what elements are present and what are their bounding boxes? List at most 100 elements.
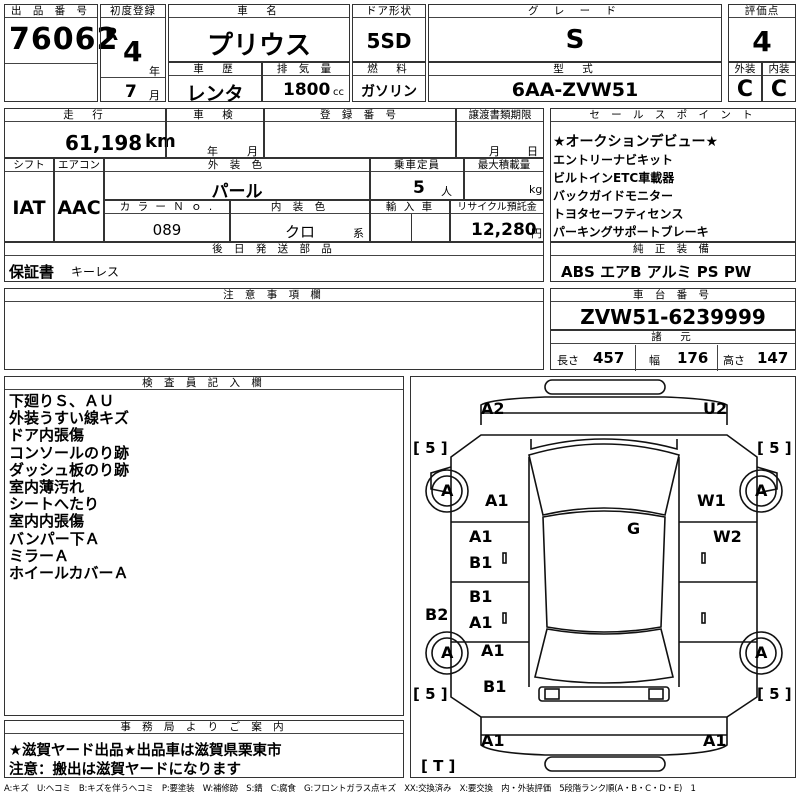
sales-point-1: ★オークションデビュー★ [553,134,719,150]
history-header: 車 歴 [169,63,261,76]
transfer-month: 月 [489,145,500,158]
damage-label: W2 [713,527,742,546]
mileage-header: 走 行 [5,109,165,122]
score-box: 評価点 4 [728,4,796,62]
later-parts-header: 後 日 発 送 部 品 [5,243,543,256]
inspector-header: 検 査 員 記 入 欄 [5,377,403,390]
notes-box: 注 意 事 項 欄 [4,288,544,370]
reg-no-header: 登 録 番 号 [265,109,455,122]
insp-year: 年 [207,145,218,158]
inspector-line: コンソールのり跡 [9,443,130,462]
car-diagram [425,379,783,772]
inspector-line: ミラーＡ [9,546,70,565]
damage-label: A1 [703,731,727,750]
reg-month: 7 [125,82,137,102]
office-header: 事 務 局 よ り ご 案 内 [5,721,403,734]
ext-rating: C [736,77,754,102]
color-no-header: カ ラ ー Ｎ ｏ . [105,201,229,214]
inspector-line: 室内内張傷 [9,512,85,531]
era: R [105,25,119,45]
damage-label: U2 [703,399,728,418]
later-parts-items: 保証書 [9,263,55,281]
import-header: 輸 入 車 [371,201,449,214]
transfer-header: 譲渡書類期限 [457,109,543,122]
loading-header: 最大積載量 [465,159,543,172]
month-unit: 月 [149,89,160,102]
capacity-unit: 人 [441,185,452,198]
car-name-box: 車 名 プリウス [168,4,350,62]
loading-unit: kg [529,183,543,196]
recycle-fee: 12,280 [471,220,537,240]
car-name: プリウス [206,31,311,61]
int-box: 内装 C [762,62,796,102]
shift-box: シフト IAT [4,158,54,242]
car-history: レンタ [186,83,244,105]
chassis-number: ZVW51-6239999 [580,305,766,329]
mileage: 61,198 [65,131,143,155]
inspector-line: バンパー下Ａ [9,529,100,548]
disp-unit: cc [333,87,344,98]
inspector-line: シートへたり [9,495,100,514]
grade-header: グ レ ー ド [429,5,721,18]
inspection-box: 車 検 年 月 [166,108,264,158]
int-rating: C [770,77,788,102]
damage-label: [ 5 ] [757,685,792,703]
sales-point-4: バックガイドモニター [553,189,674,203]
int-color: クロ [284,223,315,241]
damage-label: G [627,519,641,538]
ext-color: パール [211,182,263,202]
model-box: 型 式 6AA-ZVW51 [428,62,722,102]
ext-header: 外装 [729,63,761,76]
damage-label: [ T ] [421,757,456,775]
equipment-header: 純 正 装 備 [551,243,795,256]
width: 176 [677,349,709,367]
color-box: 外 装 色 パール [104,158,370,202]
car-diagram-box: A2 U2 [ 5 ] [ 5 ] A A A1 W1 G W2 A1 B1 B… [410,376,796,778]
inspector-line: 下廻りＳ、ＡＵ [9,392,115,410]
capacity: 5 [413,178,425,198]
damage-label: W1 [697,491,726,510]
color-no-box: カ ラ ー Ｎ ｏ . 089 [104,200,230,242]
sales-point-5: トヨタセーフティセンス [553,207,684,221]
listing-box: 出 品 番 号 76062 [4,4,117,102]
reg-no-box: 登 録 番 号 [264,108,456,158]
sales-points-box: セ ー ル ス ポ イ ン ト ★オークションデビュー★ エントリーナビキット … [550,108,796,242]
door-header: ドア形状 [353,5,425,18]
later-parts-key: キーレス [71,265,120,279]
loading-box: 最大積載量 kg [464,158,544,200]
inspector-line: 外装うすい線キズ [9,409,130,428]
year-unit: 年 [149,65,160,78]
specs-box: 諸 元 長さ 457 幅 176 高さ 147 [550,330,796,371]
history-box: 車 歴 レンタ [168,62,262,105]
displacement-box: 排 気 量 1800 cc [262,62,350,102]
length-label: 長さ [557,354,579,367]
damage-label: A [441,481,454,500]
door-box: ドア形状 5SD [352,4,426,62]
listing-number: 76062 [9,22,119,57]
recycle-box: リサイクル預託金 12,280 円 [450,200,544,242]
ext-box: 外装 C [728,62,762,102]
int-color-box: 内 装 色 クロ 系 [230,200,370,242]
damage-label: A1 [481,731,505,750]
damage-label: A [755,643,768,662]
damage-label: [ 5 ] [413,685,448,703]
damage-label: A2 [481,399,505,418]
height: 147 [757,349,789,367]
fuel-header: 燃 料 [353,63,425,76]
first-reg-header: 初度登録 [101,5,165,18]
inspector-box: 検 査 員 記 入 欄 下廻りＳ、ＡＵ 外装うすい線キズ ドア内張傷 コンソール… [4,376,404,716]
office-line-2: 注意：搬出は滋賀ヤードになります [9,762,241,778]
later-parts-box: 後 日 発 送 部 品 保証書 キーレス [4,242,544,282]
ac-header: エアコン [55,159,103,172]
color-no: 089 [152,221,182,239]
int-header: 内装 [763,63,795,76]
damage-label: A1 [481,641,505,660]
chassis-box: 車 台 番 号 ZVW51-6239999 [550,288,796,330]
equipment-items: ABS エアB アルミ PS PW [561,263,752,281]
damage-label: A1 [485,491,509,510]
reg-year: 4 [123,35,143,68]
damage-label: A [441,643,454,662]
specs-header: 諸 元 [551,331,795,344]
ac: AAC [57,197,101,219]
listing-header: 出 品 番 号 [5,5,97,18]
